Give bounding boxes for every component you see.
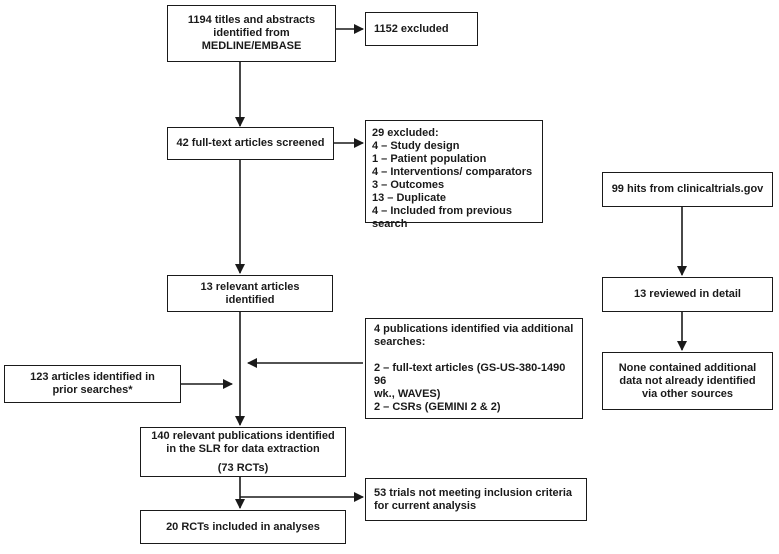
excluded-reason-patient-population: 1 – Patient population	[372, 153, 487, 165]
not-meeting-line-1: 53 trials not meeting inclusion criteria	[374, 487, 573, 499]
none-contained-line-2: data not already identified	[619, 374, 756, 387]
excluded-29-heading: 29 excluded:	[372, 127, 439, 139]
additional-heading-line-2: searches:	[374, 336, 426, 348]
fulltext-label: 42 full-text articles screened	[176, 137, 325, 149]
none-contained-box: None contained additional data not alrea…	[602, 352, 773, 410]
not-meeting-criteria-box: 53 trials not meeting inclusion criteria…	[365, 478, 587, 521]
excluded-reason-previous-search: 4 – Included from previous search	[372, 205, 512, 230]
rcts-73-label: (73 RCTs)	[217, 461, 269, 474]
additional-heading-line-1: 4 publications identified via additional	[374, 323, 574, 335]
excluded-1152-label: 1152 excluded	[374, 23, 449, 35]
additional-fulltext-line-1: 2 – full-text articles (GS-US-380-1490 9…	[374, 362, 566, 387]
publications-140-line-1: 140 relevant publications identified	[151, 429, 335, 442]
titles-abstracts-box: 1194 titles and abstracts identified fro…	[167, 5, 336, 62]
rcts-included-box: 20 RCTs included in analyses	[140, 510, 346, 544]
reviewed-13-label: 13 reviewed in detail	[634, 288, 741, 300]
publications-140-box: 140 relevant publications identified in …	[140, 427, 346, 477]
excluded-reason-outcomes: 3 – Outcomes	[372, 179, 445, 191]
excluded-29-box: 29 excluded: 4 – Study design 1 – Patien…	[365, 120, 543, 230]
prior-line-2: prior searches*	[52, 384, 133, 396]
excluded-reason-interventions: 4 – Interventions/ comparators	[372, 166, 533, 178]
not-meeting-line-2: for current analysis	[374, 500, 477, 512]
titles-line-3: MEDLINE/EMBASE	[201, 40, 302, 52]
excluded-1152-box: 1152 excluded	[365, 12, 478, 46]
none-contained-line-3: via other sources	[641, 387, 734, 400]
relevant-13-box: 13 relevant articles identified	[167, 275, 333, 312]
additional-fulltext-line-2: wk., WAVES)	[374, 388, 441, 400]
additional-searches-box: 4 publications identified via additional…	[365, 318, 583, 419]
titles-line-1: 1194 titles and abstracts	[187, 14, 316, 26]
prior-line-1: 123 articles identified in	[30, 371, 155, 383]
reviewed-13-box: 13 reviewed in detail	[602, 277, 773, 312]
clinicaltrials-label: 99 hits from clinicaltrials.gov	[611, 183, 764, 195]
excluded-reason-duplicate: 13 – Duplicate	[372, 192, 446, 204]
excluded-reason-study-design: 4 – Study design	[372, 140, 460, 152]
prior-searches-box: 123 articles identified in prior searche…	[4, 365, 181, 403]
additional-csrs-line: 2 – CSRs (GEMINI 2 & 2)	[374, 401, 501, 413]
relevant-13-line-1: 13 relevant articles	[200, 280, 300, 293]
clinicaltrials-box: 99 hits from clinicaltrials.gov	[602, 172, 773, 207]
relevant-13-line-2: identified	[225, 293, 275, 306]
rcts-included-label: 20 RCTs included in analyses	[166, 520, 320, 533]
publications-140-line-2: in the SLR for data extraction	[166, 442, 320, 455]
fulltext-screened-box: 42 full-text articles screened	[167, 127, 334, 160]
titles-line-2: identified from	[213, 27, 290, 39]
none-contained-line-1: None contained additional	[618, 361, 757, 374]
